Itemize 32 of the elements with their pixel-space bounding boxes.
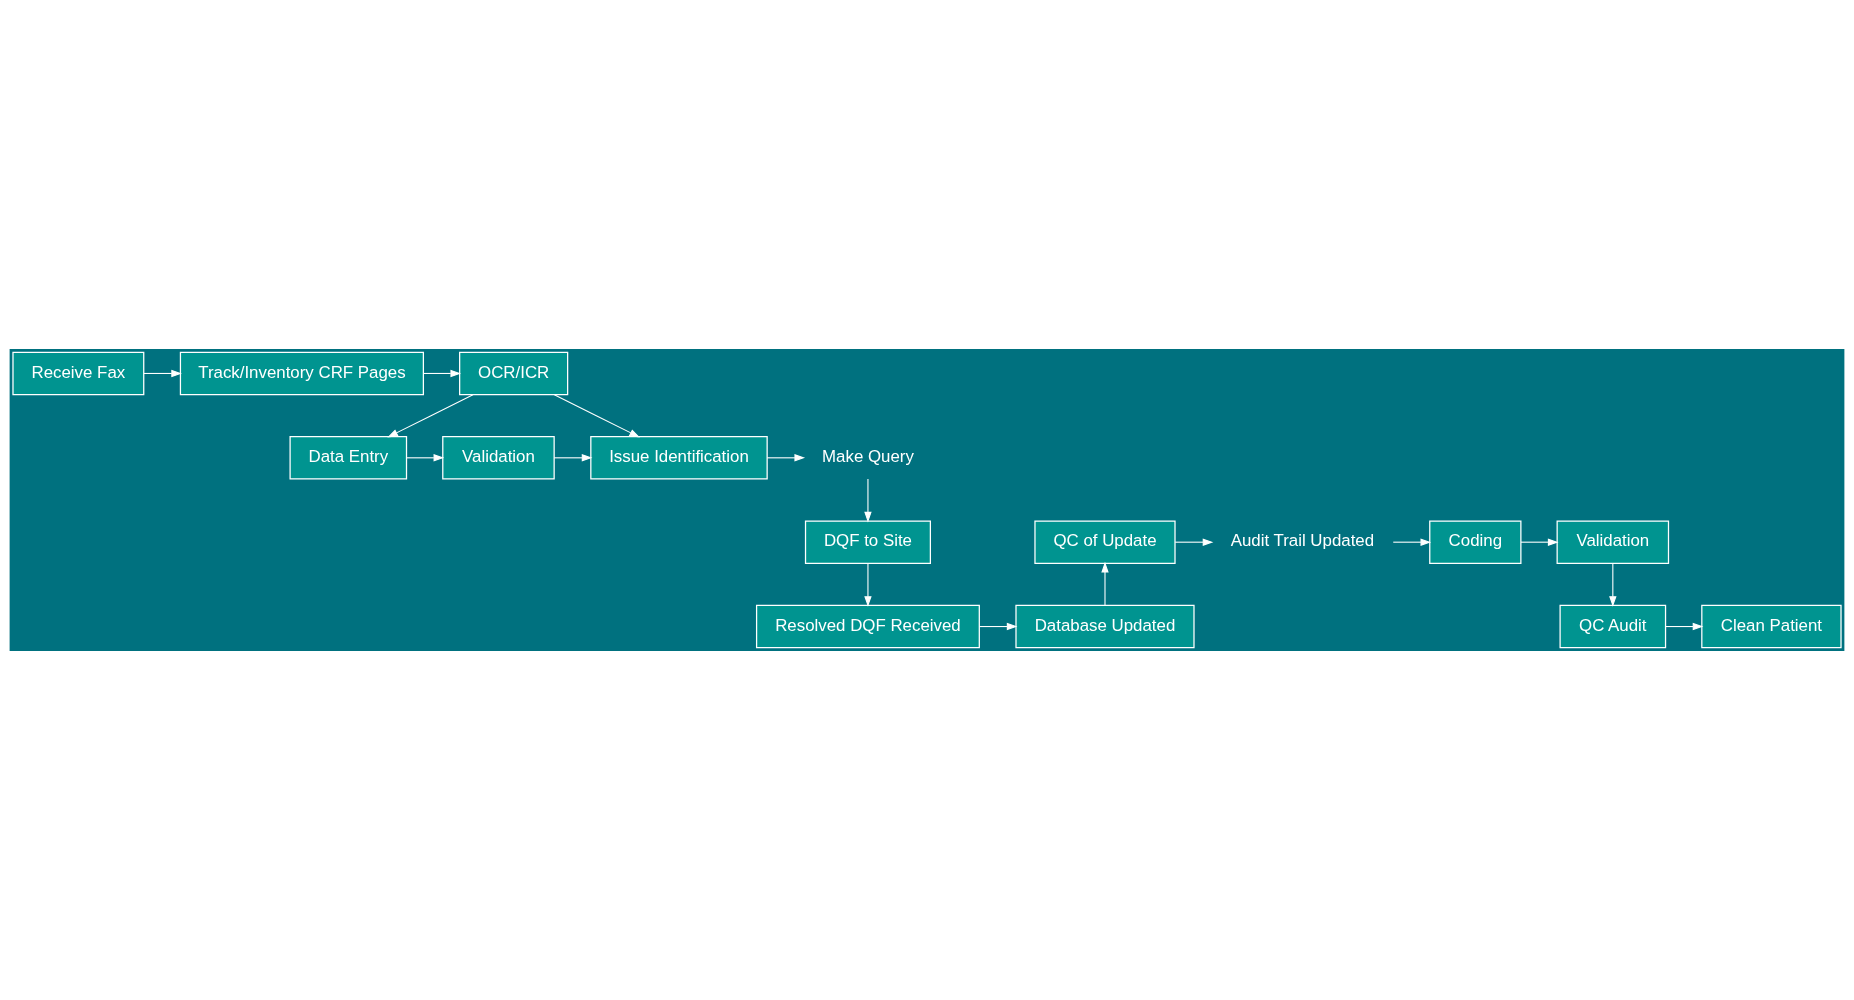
arrow: [553, 394, 640, 438]
node-box: Database Updated: [1015, 604, 1195, 649]
arrow: [979, 622, 1018, 631]
arrow: [864, 562, 872, 607]
arrow: [406, 454, 445, 462]
arrow: [1392, 538, 1432, 546]
node-box: OCR/ICR: [459, 351, 569, 396]
node-text: Make Query: [822, 447, 914, 467]
node-box: Data Entry: [289, 436, 408, 480]
node-box: QC Audit: [1559, 604, 1667, 649]
arrow: [143, 369, 182, 378]
arrow: [1665, 622, 1704, 631]
node-box: Issue Identification: [590, 436, 768, 480]
arrow: [766, 454, 806, 462]
arrow: [422, 369, 462, 378]
arrow: [1520, 538, 1559, 546]
node-box: Validation: [442, 436, 555, 480]
node-text: Audit Trail Updated: [1230, 531, 1375, 551]
node-box: Coding: [1429, 520, 1522, 564]
arrow: [387, 394, 474, 438]
node-box: Validation: [1556, 520, 1670, 564]
node-box: Clean Patient: [1701, 604, 1842, 649]
arrow: [1609, 562, 1617, 607]
node-box: DQF to Site: [804, 520, 931, 564]
arrow: [553, 454, 593, 462]
arrow: [864, 478, 872, 523]
arrow: [1101, 561, 1109, 606]
node-box: Receive Fax: [12, 351, 145, 396]
node-box: QC of Update: [1034, 520, 1176, 564]
node-box: Track/Inventory CRF Pages: [179, 351, 425, 396]
arrow: [1174, 538, 1214, 546]
node-box: Resolved DQF Received: [755, 604, 980, 649]
